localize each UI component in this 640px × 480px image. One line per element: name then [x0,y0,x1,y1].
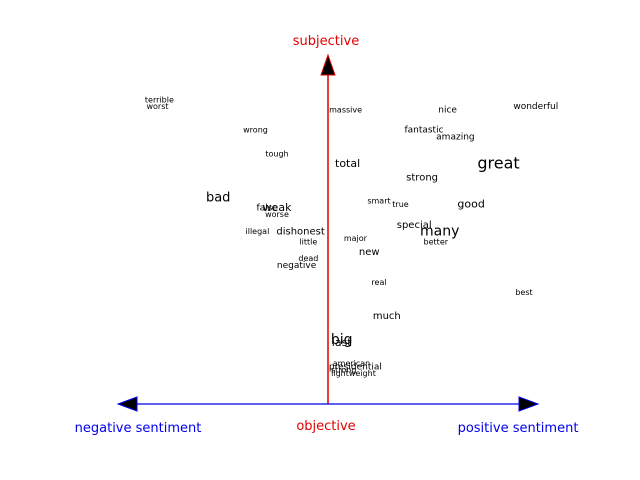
word-good-15: good [457,198,484,211]
word-great-10: great [477,154,519,173]
word-nice-3: nice [438,105,457,115]
word-bad-12: bad [206,190,230,205]
word-best-30: best [515,288,532,297]
word-true-14: true [392,200,408,209]
word-much-31: much [373,311,401,322]
word-false-16: false [256,204,278,214]
word-many-20: many [420,224,459,240]
word-terrible-0: terrible [145,95,174,104]
word-special-19: special [397,220,432,231]
word-american-34: american [333,359,371,368]
word-better-25: better [424,237,449,246]
word-wonderful-4: wonderful [513,102,558,112]
word-illegal-21: illegal [246,227,270,236]
word-amazing-7: amazing [436,133,474,143]
word-tough-8: tough [265,149,288,158]
word-worse-18: worse [265,210,289,219]
word-dead-27: dead [298,254,318,263]
word-worst-1: worst [146,102,168,111]
word-major-23: major [344,234,368,243]
word-total-9: total [335,157,360,170]
subjective-label: subjective [293,34,359,49]
word-last-33: last [332,336,353,349]
word-lightweight-37: lightweight [331,369,376,378]
horizontal-axis-right-arrowhead [518,396,540,412]
word-smart-13: smart [367,197,390,206]
word-strong-36: strong [331,366,356,375]
vertical-axis-arrowhead [320,53,336,76]
positive-sentiment-label: positive sentiment [458,421,579,436]
negative-sentiment-label: negative sentiment [75,421,202,436]
word-presidential-35: presidential [329,362,382,372]
word-strong-11: strong [406,173,438,184]
word-wrong-5: wrong [243,126,268,135]
word-real-29: real [371,278,386,287]
objective-label: objective [296,419,355,434]
word-fantastic-6: fantastic [404,126,443,136]
word-massive-2: massive [329,105,362,114]
word-little-24: little [299,237,317,246]
word-negative-28: negative [277,261,317,271]
word-big-32: big [331,332,353,348]
word-new-26: new [359,247,380,258]
horizontal-axis-left-arrowhead [116,396,138,412]
word-dishonest-22: dishonest [276,227,324,238]
word-weak-17: weak [263,201,293,214]
